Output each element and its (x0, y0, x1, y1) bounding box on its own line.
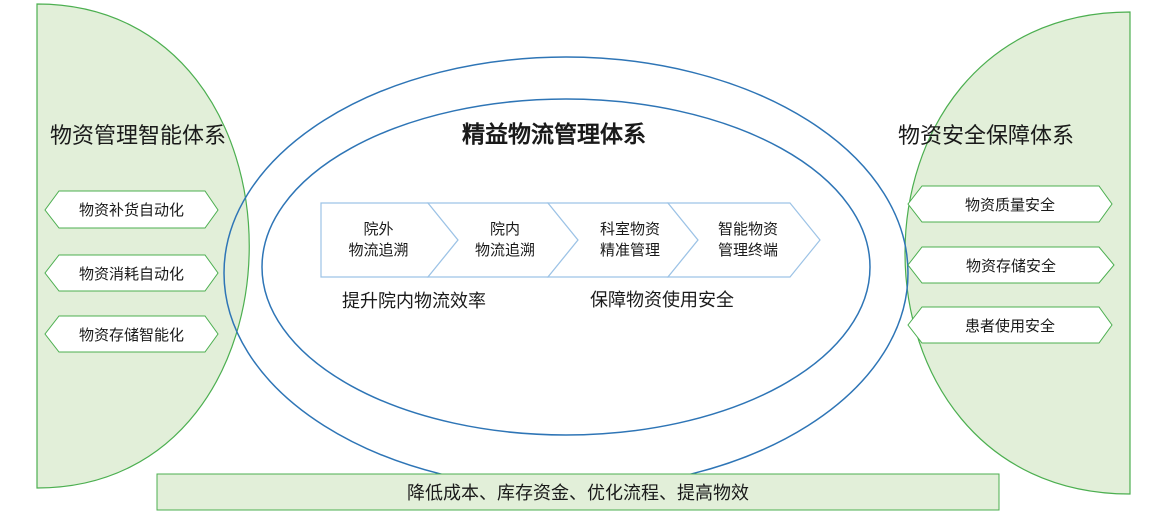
step-outside-tracing: 院外 物流追溯 (321, 203, 436, 277)
step-line2: 物流追溯 (474, 241, 535, 259)
step-inside-tracing: 院内 物流追溯 (450, 203, 560, 277)
left-pill-shape (44, 315, 219, 353)
right-panel-title: 物资安全保障体系 (898, 124, 1075, 149)
step-line2: 物流追溯 (348, 241, 409, 259)
step-line1: 智能物资 (717, 220, 778, 238)
step-line1: 院内 (489, 220, 520, 238)
left-semicircle-panel (36, 3, 250, 489)
step-smart-terminal: 智能物资 管理终端 (692, 203, 804, 277)
left-pill-2: 物资消耗自动化 (78, 264, 184, 283)
left-panel-title: 物资管理智能体系 (50, 124, 227, 149)
right-pill-shape (907, 306, 1113, 344)
left-pill-1: 物资补货自动化 (78, 201, 184, 219)
step-line2: 精准管理 (599, 241, 660, 259)
step-line1: 科室物资 (599, 220, 660, 238)
bottom-bar-text: 降低成本、库存资金、优化流程、提高物效 (407, 483, 749, 504)
left-pill-shape (44, 254, 219, 292)
center-title: 精益物流管理体系 (462, 122, 646, 148)
right-pill-shape (907, 246, 1115, 284)
right-pill-shape (907, 185, 1113, 223)
caption-efficiency: 提升院内物流效率 (342, 291, 486, 312)
step-line2: 管理终端 (717, 241, 778, 259)
right-pill-3: 患者使用安全 (964, 316, 1055, 335)
right-pill-2: 物资存储安全 (965, 256, 1056, 275)
chevron-shape (666, 202, 821, 278)
left-pill-shape (44, 190, 219, 229)
right-pill-1: 物资质量安全 (964, 195, 1055, 214)
caption-safety: 保障物资使用安全 (590, 290, 734, 311)
step-line1: 院外 (363, 220, 394, 238)
bottom-bar-shape (156, 473, 1000, 511)
step-dept-management: 科室物资 精准管理 (572, 203, 688, 277)
left-pill-3: 物资存储智能化 (78, 325, 184, 344)
